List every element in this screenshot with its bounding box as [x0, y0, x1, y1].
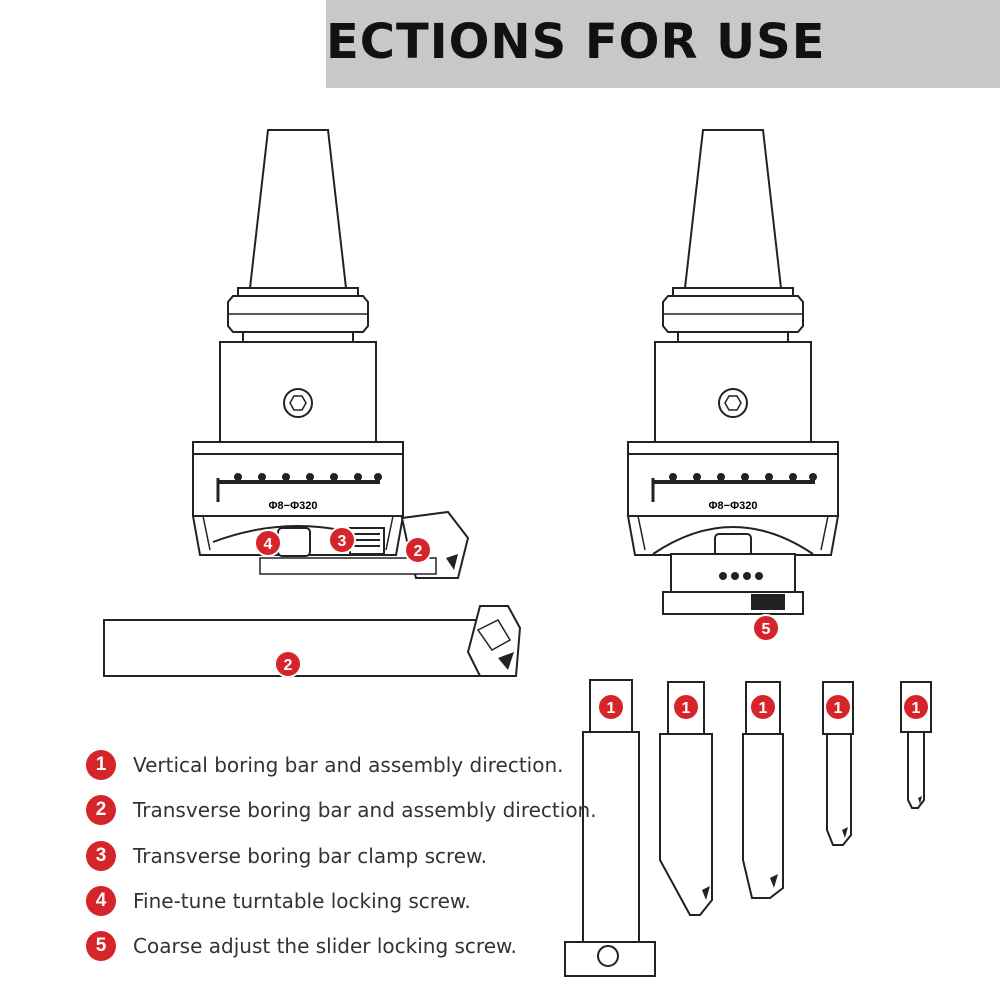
legend-badge: 5 — [86, 931, 116, 961]
svg-text:1: 1 — [834, 700, 843, 717]
svg-text:4: 4 — [264, 536, 273, 553]
callout-1-bar3: 1 — [749, 693, 777, 721]
svg-text:1: 1 — [682, 700, 691, 717]
callout-2-bar: 2 — [274, 650, 302, 678]
legend-item: 5 Coarse adjust the slider locking screw… — [86, 929, 517, 963]
legend-text: Fine-tune turntable locking screw. — [133, 889, 471, 913]
transverse-boring-bar — [103, 605, 522, 677]
legend-text: Transverse boring bar and assembly direc… — [133, 798, 597, 822]
svg-text:5: 5 — [762, 621, 771, 638]
title-banner: ECTIONS FOR USE — [326, 0, 1000, 88]
svg-text:2: 2 — [284, 657, 293, 674]
callout-3: 3 — [328, 526, 356, 554]
left-boring-head — [191, 128, 470, 579]
callout-4: 4 — [254, 529, 282, 557]
legend-badge: 3 — [86, 841, 116, 871]
scale-label-right: Φ8−Φ320 — [709, 500, 758, 512]
scale-label-left: Φ8−Φ320 — [269, 500, 318, 512]
callout-2-head: 2 — [404, 536, 432, 564]
legend-text: Vertical boring bar and assembly directi… — [133, 753, 564, 777]
vertical-boring-bars — [564, 679, 932, 977]
svg-text:2: 2 — [414, 543, 423, 560]
legend-badge: 4 — [86, 886, 116, 916]
legend-item: 4 Fine-tune turntable locking screw. — [86, 884, 471, 918]
legend-text: Transverse boring bar clamp screw. — [133, 844, 487, 868]
svg-text:1: 1 — [607, 700, 616, 717]
callout-1-bar1: 1 — [597, 693, 625, 721]
banner-title: ECTIONS FOR USE — [326, 14, 826, 70]
legend-item: 3 Transverse boring bar clamp screw. — [86, 839, 487, 873]
callout-5: 5 — [752, 614, 780, 642]
callout-1-bar4: 1 — [824, 693, 852, 721]
callout-1-bar5: 1 — [902, 693, 930, 721]
legend-badge: 1 — [86, 750, 116, 780]
legend-text: Coarse adjust the slider locking screw. — [133, 934, 517, 958]
callout-1-bar2: 1 — [672, 693, 700, 721]
legend-item: 1 Vertical boring bar and assembly direc… — [86, 748, 564, 782]
svg-text:1: 1 — [912, 700, 921, 717]
legend-item: 2 Transverse boring bar and assembly dir… — [86, 793, 597, 827]
legend-badge: 2 — [86, 795, 116, 825]
right-boring-head — [626, 128, 840, 615]
svg-text:1: 1 — [759, 700, 768, 717]
svg-text:3: 3 — [338, 533, 347, 550]
